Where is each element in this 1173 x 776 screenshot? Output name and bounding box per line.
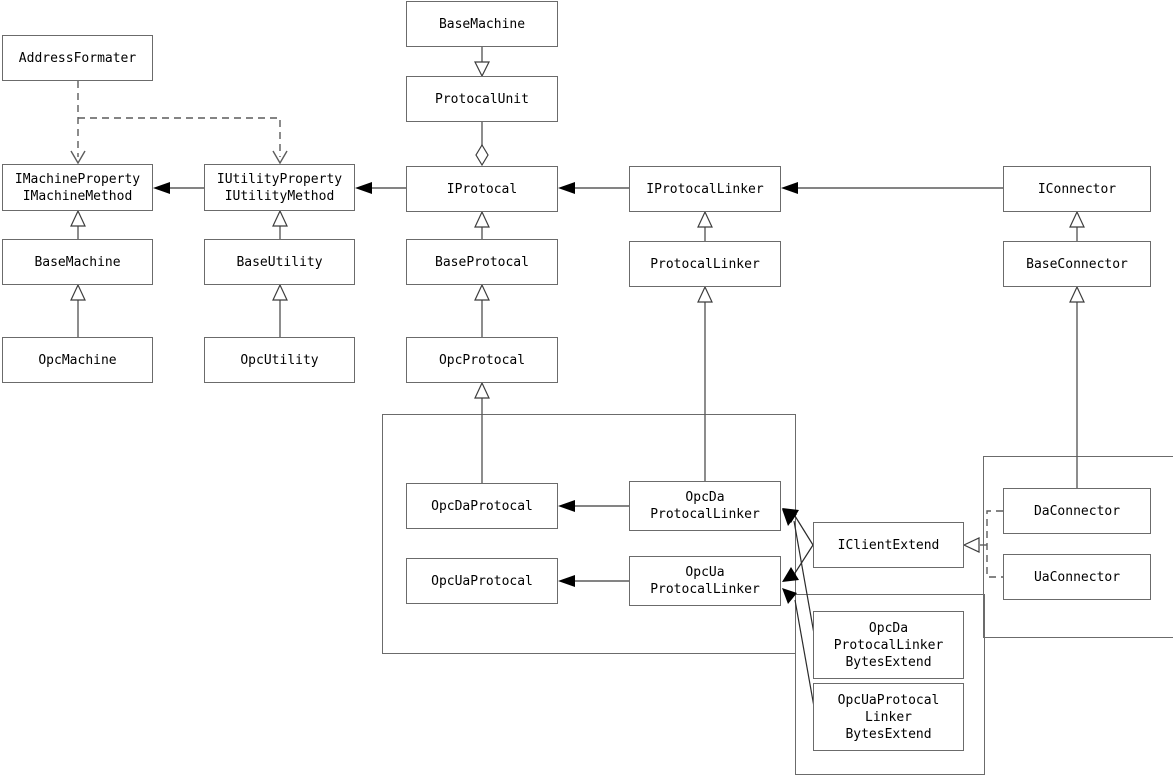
- interface-iclient-extend[interactable]: IClientExtend: [813, 522, 964, 568]
- edge-ua-bytes-extend-to-opc-ua-linker: [794, 599, 817, 719]
- arrowhead-solid-iutility: [355, 182, 372, 194]
- edge-iclient-extend-to-opc-ua-linker: [794, 544, 814, 574]
- arrowhead-open-v-iutility: [272, 150, 288, 165]
- arrowhead-triangle-iprotocal-real: [474, 210, 490, 228]
- class-opc-utility[interactable]: OpcUtility: [204, 337, 355, 383]
- arrowhead-triangle-iprotocal-linker-real: [697, 210, 713, 228]
- arrowhead-triangle-iconnector-real: [1069, 210, 1085, 228]
- arrowhead-triangle-iclient-extend: [962, 537, 980, 553]
- group-connector: [983, 456, 1173, 638]
- arrowhead-triangle-base-utility: [272, 283, 288, 301]
- interface-iprotocal[interactable]: IProtocal: [406, 166, 558, 212]
- edge-da-bytes-extend-to-opc-da-linker: [793, 520, 817, 646]
- edge-da-connector-to-bus: [986, 510, 1003, 578]
- class-opc-da-protocal-linker[interactable]: OpcDa ProtocalLinker: [629, 481, 781, 531]
- arrowhead-triangle-opc-protocal: [474, 381, 490, 399]
- arrowhead-solid-opc-ua-protocal: [558, 575, 575, 587]
- arrowhead-triangle-imachine-real: [70, 209, 86, 227]
- arrowhead-triangle-protocal-linker: [697, 285, 713, 303]
- class-opc-da-linker-bytes-extend[interactable]: OpcDa ProtocalLinker BytesExtend: [813, 611, 964, 679]
- arrowhead-solid-opc-da-linker-2: [782, 509, 797, 526]
- edge-iclient-extend-to-opc-da-linker: [794, 515, 814, 546]
- group-opc-protocal: [382, 414, 796, 654]
- class-protocal-unit[interactable]: ProtocalUnit: [406, 76, 558, 122]
- arrowhead-solid-opc-da-protocal: [558, 500, 575, 512]
- edge-address-formater-to-iutility: [78, 117, 281, 157]
- class-opc-ua-protocal[interactable]: OpcUaProtocal: [406, 558, 558, 604]
- arrowhead-triangle-protocal-unit: [474, 61, 490, 78]
- arrowhead-solid-opc-ua-linker-1: [782, 567, 799, 582]
- class-base-connector[interactable]: BaseConnector: [1003, 241, 1151, 287]
- arrowhead-solid-imachine: [153, 182, 170, 194]
- class-da-connector[interactable]: DaConnector: [1003, 488, 1151, 534]
- class-opc-machine[interactable]: OpcMachine: [2, 337, 153, 383]
- arrowhead-triangle-base-machine: [70, 283, 86, 301]
- arrowhead-solid-iprotocal-linker: [781, 182, 798, 194]
- arrowhead-triangle-base-protocal: [474, 283, 490, 301]
- arrowhead-solid-iprotocal: [558, 182, 575, 194]
- interface-iconnector[interactable]: IConnector: [1003, 166, 1151, 212]
- class-opc-ua-protocal-linker[interactable]: OpcUa ProtocalLinker: [629, 556, 781, 606]
- class-opc-da-protocal[interactable]: OpcDaProtocal: [406, 483, 558, 529]
- interface-imachine-property[interactable]: IMachineProperty IMachineMethod: [2, 164, 153, 211]
- interface-iutility-property[interactable]: IUtilityProperty IUtilityMethod: [204, 164, 355, 211]
- class-opc-ua-linker-bytes-extend[interactable]: OpcUaProtocal Linker BytesExtend: [813, 683, 964, 751]
- class-base-machine-top[interactable]: BaseMachine: [406, 1, 558, 47]
- class-opc-protocal[interactable]: OpcProtocal: [406, 337, 558, 383]
- class-base-protocal[interactable]: BaseProtocal: [406, 239, 558, 285]
- arrowhead-triangle-iutility-real: [272, 209, 288, 227]
- class-base-machine[interactable]: BaseMachine: [2, 239, 153, 285]
- class-ua-connector[interactable]: UaConnector: [1003, 554, 1151, 600]
- arrowhead-open-v-imachine: [70, 150, 86, 165]
- interface-iprotocal-linker[interactable]: IProtocalLinker: [629, 166, 781, 212]
- arrowhead-diamond-iprotocal: [475, 143, 489, 167]
- class-address-formater[interactable]: AddressFormater: [2, 35, 153, 81]
- arrowhead-solid-opc-ua-linker-2: [782, 588, 797, 604]
- class-protocal-linker[interactable]: ProtocalLinker: [629, 241, 781, 287]
- arrowhead-triangle-base-connector: [1069, 285, 1085, 303]
- group-bytes-extend: [795, 594, 985, 775]
- class-base-utility[interactable]: BaseUtility: [204, 239, 355, 285]
